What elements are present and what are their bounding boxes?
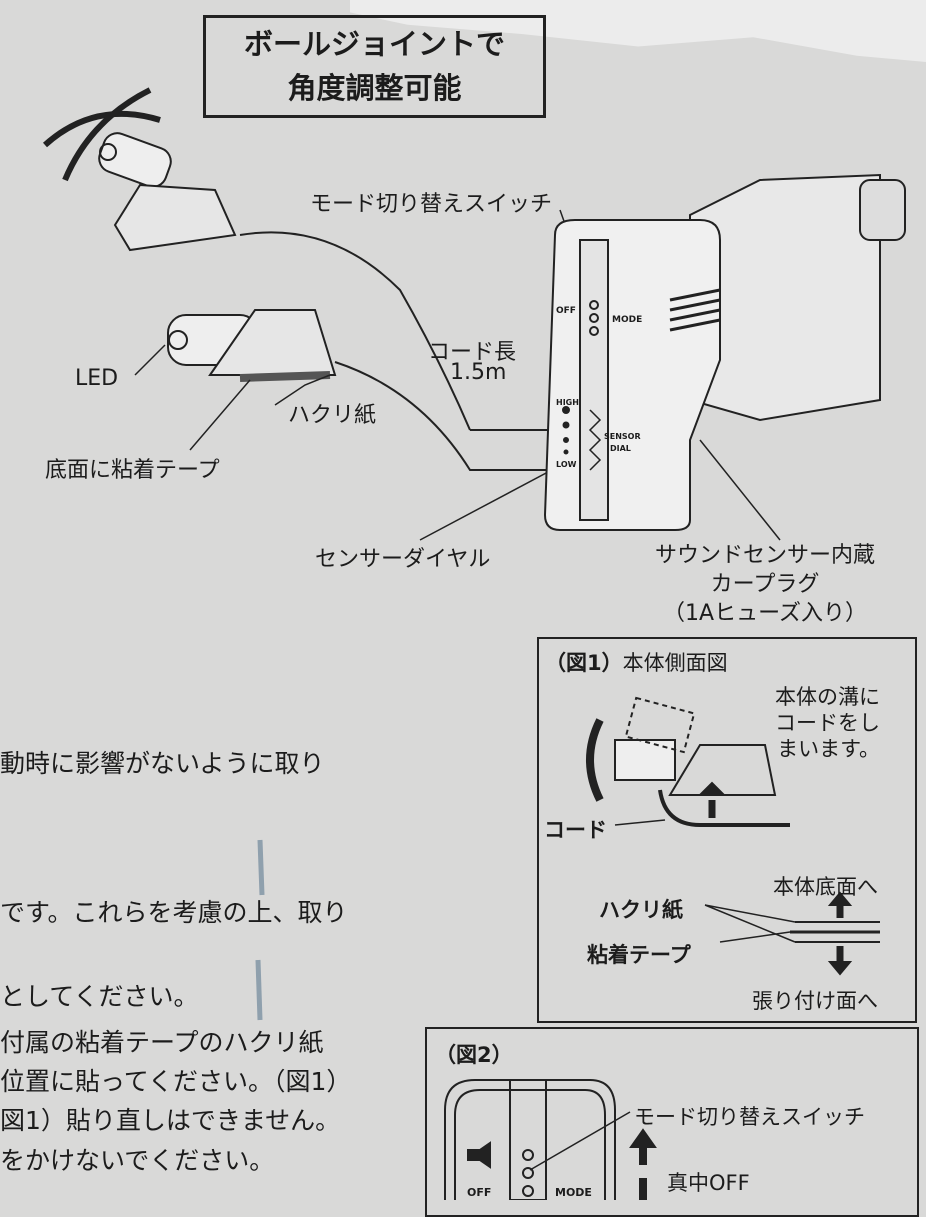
figure1-note: 本体の溝に コードをし まいます。 — [775, 684, 880, 762]
device-low: LOW — [556, 460, 577, 469]
title-line-1: ボールジョイントで — [243, 27, 505, 61]
figure2-center-off: 真中OFF — [667, 1171, 750, 1195]
rotate-arrow-icon — [62, 87, 152, 182]
device-off: OFF — [556, 306, 576, 316]
led-unit — [167, 309, 550, 471]
device-sensor: SENSOR — [604, 432, 641, 441]
note-line: コードをし — [775, 711, 880, 735]
figure1-drawing — [586, 696, 880, 976]
label-cord-length-value: 1.5m — [450, 360, 507, 385]
plug-line-2: カープラグ — [710, 572, 820, 597]
body-text-line: 位置に貼ってください。（図1） — [0, 1067, 352, 1096]
figure2-drawing — [444, 1079, 657, 1200]
figure1-title: 本体側面図 — [622, 651, 728, 675]
figure2-mode: MODE — [555, 1186, 592, 1199]
label-cord-length: コード長 — [428, 340, 517, 365]
figure2-mode-switch: モード切り替えスイッチ — [634, 1105, 865, 1129]
note-line: まいます。 — [777, 737, 880, 761]
body-text-line: 付属の粘着テープのハクリ紙 — [0, 1028, 324, 1057]
car-plug-device — [543, 173, 906, 531]
led-unit-angled — [98, 132, 471, 431]
figure1-box: （図1）本体側面図 本体の溝に コードをし まいます。 コード 本体底面へ ハク… — [537, 637, 917, 1023]
label-led: LED — [75, 366, 119, 391]
label-sensor-dial: センサーダイヤル — [315, 547, 491, 572]
body-text-line: 動時に影響がないように取り — [0, 749, 325, 778]
label-release-paper: ハクリ紙 — [288, 403, 377, 428]
figure1-adhesive-tape: 粘着テープ — [587, 943, 691, 967]
title-box: ボールジョイントで 角度調整可能 — [203, 15, 546, 118]
plug-line-1: サウンドセンサー内蔵 — [654, 543, 875, 568]
staple — [255, 959, 263, 1021]
figure1-number: （図1） — [545, 651, 623, 675]
title-line-2: 角度調整可能 — [287, 71, 462, 105]
tilt-arrow-icon — [586, 718, 604, 802]
figure1-release-paper: ハクリ紙 — [599, 898, 683, 922]
figure2-title: （図2） — [435, 1043, 513, 1067]
plug-line-3: （1Aヒューズ入り） — [663, 601, 867, 626]
note-line: 本体の溝に — [775, 685, 880, 709]
label-car-plug: サウンドセンサー内蔵 カープラグ （1Aヒューズ入り） — [630, 541, 900, 628]
label-bottom-tape: 底面に粘着テープ — [45, 458, 220, 483]
body-text-line: です。これらを考慮の上、取り — [0, 898, 348, 927]
staple — [257, 839, 265, 896]
figure1-to-surface: 張り付け面へ — [752, 989, 878, 1013]
device-mode: MODE — [612, 315, 643, 325]
device-dial: DIAL — [610, 444, 631, 453]
figure1-cord: コード — [544, 818, 607, 842]
figure1-to-bottom: 本体底面へ — [773, 875, 878, 899]
rotate-arrow-icon — [42, 110, 161, 148]
body-text-line: としてください。 — [0, 982, 199, 1011]
figure2-box: （図2） モード切り替えスイッチ 真中OFF OFF MODE — [425, 1027, 919, 1217]
figure2-off: OFF — [467, 1186, 492, 1199]
device-high: HIGH — [556, 398, 579, 407]
label-mode-switch: モード切り替えスイッチ — [310, 192, 553, 217]
body-text-line: をかけないでください。 — [0, 1146, 275, 1175]
body-text-line: 図1）貼り直しはできません。 — [0, 1106, 341, 1135]
